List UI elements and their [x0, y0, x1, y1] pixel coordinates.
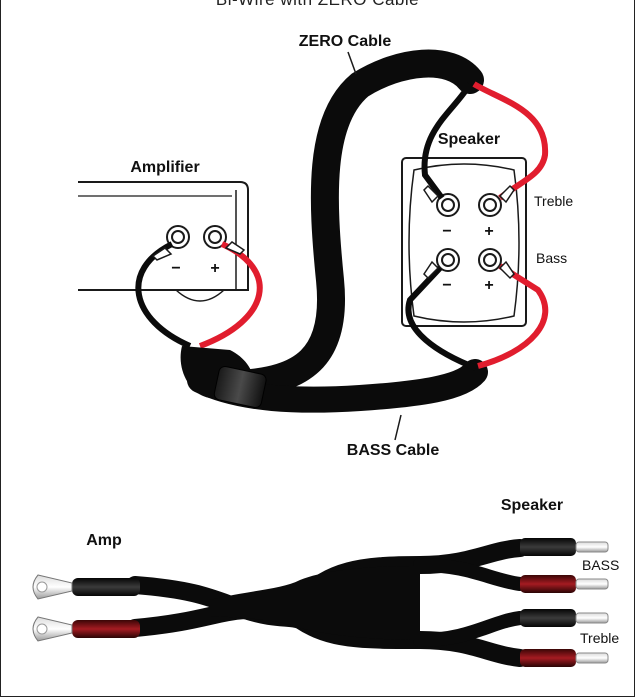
speaker-terminals [436, 193, 502, 272]
speaker-treble-plus-label: + [484, 223, 493, 240]
bass-label-top: Bass [536, 250, 567, 266]
speaker-label-bottom: Speaker [501, 497, 563, 514]
amp-plus-label: + [210, 260, 219, 277]
amp-label-bottom: Amp [86, 532, 122, 549]
amp-terminal-plus [203, 225, 227, 249]
speaker-bass-minus-label: − [442, 277, 451, 294]
speaker-plug-treble-red [520, 649, 609, 667]
speaker-plug-bass-black [520, 538, 609, 556]
bass-cable-pointer [394, 414, 402, 441]
amplifier-label: Amplifier [130, 159, 199, 176]
diagram-title: Bi-Wire with ZERO Cable [0, 0, 635, 10]
speaker-plug-bass-red [520, 575, 609, 593]
speaker-bass-plus-label: + [484, 277, 493, 294]
treble-label-bottom: Treble [580, 630, 619, 646]
amp-plug-black [32, 574, 140, 600]
cable-sleeve [213, 366, 267, 409]
speaker-treble-minus-label: − [442, 223, 451, 240]
cable-joint [210, 566, 420, 640]
amp-minus-label: − [171, 260, 180, 277]
amplifier-box [78, 181, 249, 302]
speaker-plug-treble-black [520, 609, 609, 627]
zero-cable-label: ZERO Cable [299, 33, 392, 50]
treble-label-top: Treble [534, 193, 573, 209]
spade-lugs-top [151, 184, 515, 280]
speaker-label-top: Speaker [438, 131, 500, 148]
zero-cable [226, 49, 484, 398]
bass-cable-label: BASS Cable [347, 442, 440, 459]
amp-terminal-minus [166, 225, 190, 249]
amp-plug-red [32, 616, 140, 642]
bass-label-bottom: BASS [582, 557, 619, 573]
zero-cable-pointer [347, 51, 357, 75]
speaker-box [401, 157, 527, 327]
